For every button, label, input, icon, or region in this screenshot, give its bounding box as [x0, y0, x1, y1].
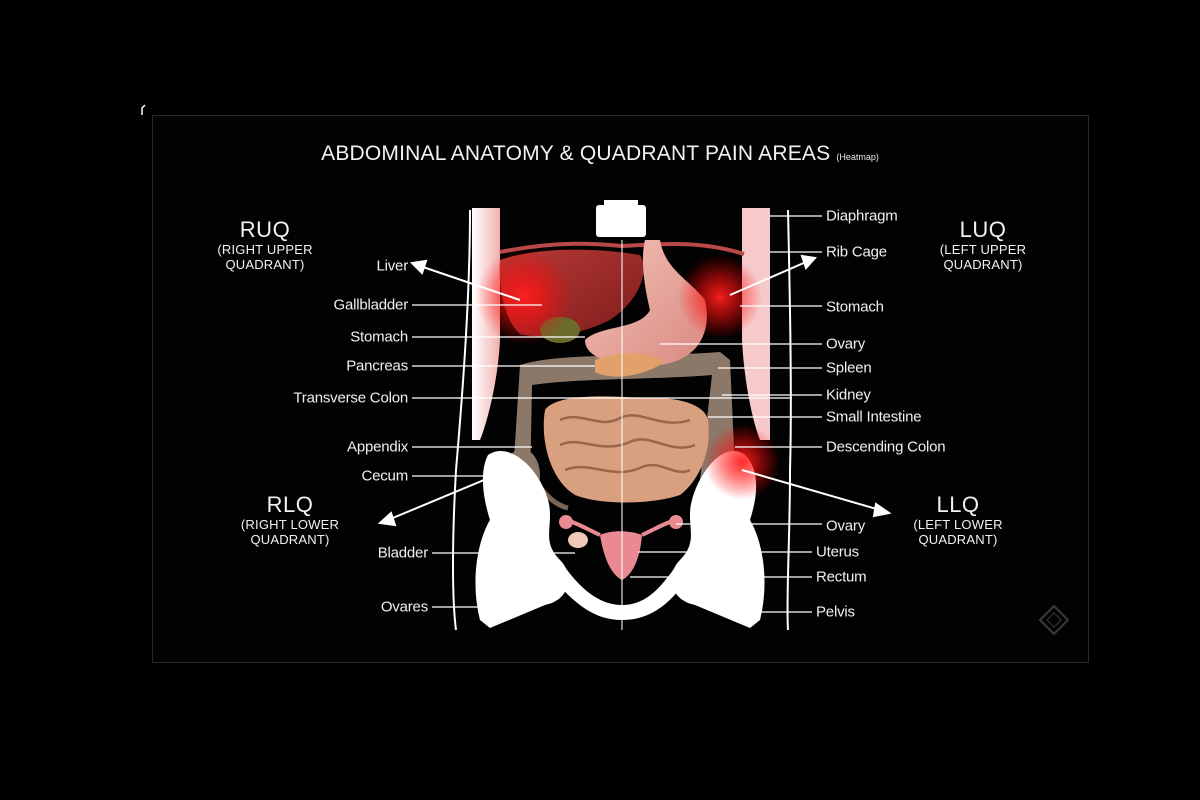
quadrant-line1: (LEFT UPPER: [939, 242, 1027, 257]
label-ovary-upper: Ovary: [826, 335, 866, 353]
label-stomach-right: Stomach: [826, 298, 884, 316]
label-ovary-lower: Ovary: [826, 517, 866, 535]
rib-right: [742, 208, 770, 440]
label-rib-cage: Rib Cage: [826, 243, 887, 261]
leader-lines-right: [630, 215, 822, 613]
label-gallbladder: Gallbladder: [333, 296, 408, 314]
label-stomach-left: Stomach: [350, 328, 408, 346]
stomach: [585, 240, 707, 366]
pancreas: [595, 353, 665, 377]
bladder: [568, 532, 588, 548]
heat-spot-ruq: [476, 249, 572, 345]
arrow-icon: [377, 254, 892, 527]
quadrant-code: LUQ: [959, 217, 1007, 242]
diagram-title: ABDOMINAL ANATOMY & QUADRANT PAIN AREAS …: [0, 142, 1200, 166]
body-outline-left: [452, 209, 471, 631]
small-intestine: [543, 396, 709, 503]
quadrant-line2: QUADRANT): [943, 257, 1023, 272]
body-outline-right: [786, 209, 792, 631]
label-transverse-colon: Transverse Colon: [293, 389, 408, 407]
logo-diamond-icon: [1038, 604, 1070, 636]
title-main: ABDOMINAL ANATOMY & QUADRANT PAIN AREAS: [321, 142, 831, 165]
label-spleen: Spleen: [826, 359, 872, 377]
heat-spot-luq: [678, 255, 762, 339]
label-diaphragm: Diaphragm: [826, 207, 898, 225]
quadrant-line2: QUADRANT): [225, 257, 305, 272]
pelvis-lower: [550, 560, 690, 620]
label-small-intestine: Small Intestine: [826, 408, 922, 426]
label-pancreas: Pancreas: [346, 357, 408, 375]
quadrant-line1: (RIGHT UPPER: [217, 242, 313, 257]
quadrant-code: RUQ: [239, 217, 291, 242]
label-bladder: Bladder: [377, 544, 429, 562]
quadrant-line2: QUADRANT): [918, 532, 998, 547]
quadrant-code: LLQ: [936, 492, 980, 517]
heat-spot-llq: [704, 424, 780, 500]
label-pelvis: Pelvis: [816, 603, 855, 621]
label-appendix: Appendix: [347, 438, 408, 456]
label-liver: Liver: [376, 257, 408, 275]
label-cecum: Cecum: [361, 467, 408, 485]
label-rectum: Rectum: [816, 568, 867, 586]
quadrant-llq: LLQ (LEFT LOWER QUADRANT): [893, 492, 1023, 548]
quadrant-line2: QUADRANT): [250, 532, 330, 547]
quadrant-line1: (RIGHT LOWER: [240, 517, 340, 532]
quadrant-luq: LUQ (LEFT UPPER QUADRANT): [918, 217, 1048, 273]
label-ovares: Ovares: [380, 598, 428, 616]
leader-lines-left: [412, 304, 595, 608]
corner-tick-icon: [141, 104, 146, 115]
quadrant-line1: (LEFT LOWER: [913, 517, 1003, 532]
uterus: [600, 531, 642, 580]
title-sub: (Heatmap): [836, 152, 879, 162]
quadrant-code: RLQ: [266, 492, 314, 517]
label-uterus: Uterus: [816, 543, 859, 561]
pelvis-left: [475, 451, 569, 628]
label-descending-colon: Descending Colon: [826, 438, 946, 456]
quadrant-ruq: RUQ (RIGHT UPPER QUADRANT): [200, 217, 330, 273]
quadrant-rlq: RLQ (RIGHT LOWER QUADRANT): [225, 492, 355, 548]
vertebra: [596, 205, 646, 237]
label-kidney: Kidney: [826, 386, 871, 404]
